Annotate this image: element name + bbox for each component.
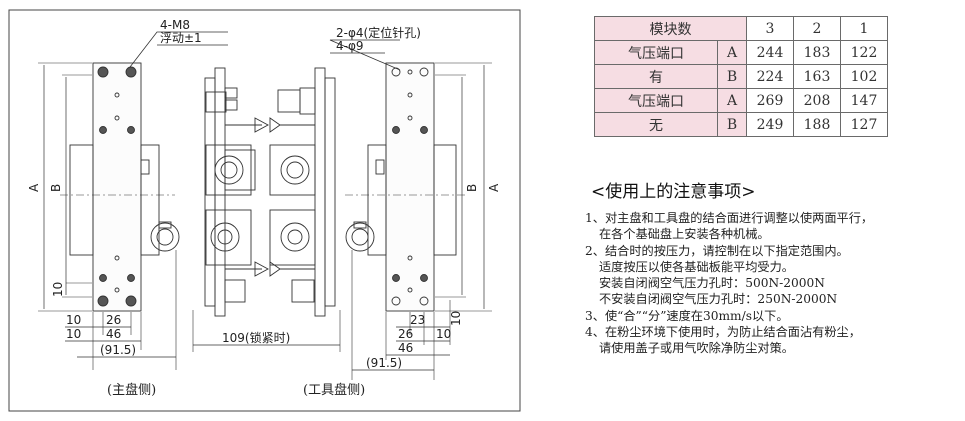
notes-list: 1、对主盘和工具盘的结合面进行调整以使两面平行， 在各个基础盘上安装各种机械。 … [585, 210, 963, 357]
dim-26-tool: 26 [398, 327, 413, 341]
note-item: 安装自闭阀空气压力孔时：500N-2000N [599, 276, 825, 291]
dim-23-tool: 23 [410, 313, 425, 327]
group-label-line1: 气压端口 [594, 40, 718, 65]
table-cell: 102 [840, 64, 888, 89]
master-plate-view [60, 62, 180, 312]
table-cell: 224 [746, 64, 794, 89]
dim-a-master: A [27, 183, 41, 192]
float-tolerance-label: 浮动±1 [160, 31, 202, 45]
group-label-line1: 气压端口 [594, 88, 718, 113]
table-cell: 127 [840, 112, 888, 137]
row-key: A [717, 88, 747, 113]
row-key: B [717, 112, 747, 137]
dim-a-tool: A [487, 183, 501, 192]
dim-10-master-top: 10 [66, 313, 81, 327]
caption-master-side: (主盘侧) [107, 382, 156, 398]
table-row: 气压端口 A 269 208 147 [594, 88, 888, 113]
dim-46-master: 46 [106, 327, 121, 341]
dim-b-master: B [49, 184, 63, 192]
header-col-1: 1 [840, 16, 888, 41]
note-item: 3、使“合”“分”速度在30mm/s以下。 [585, 308, 789, 323]
header-col-3: 3 [746, 16, 794, 41]
table-cell: 183 [793, 40, 841, 65]
group-label-line2: 有 [594, 64, 718, 89]
table-header-row: 模块数 3 2 1 [594, 16, 888, 41]
table-cell: 122 [840, 40, 888, 65]
table-cell: 244 [746, 40, 794, 65]
header-module-count: 模块数 [594, 16, 747, 41]
dim-10-master-bottom: 10 [66, 327, 81, 341]
table-cell: 163 [793, 64, 841, 89]
dim-26-master: 26 [106, 313, 121, 327]
note-item: 适度按压以使各基础板能平均受力。 [599, 259, 794, 274]
pin-size-label: 4-φ9 [336, 39, 364, 53]
table-cell: 188 [793, 112, 841, 137]
table-row: 无 B 249 188 127 [594, 112, 888, 137]
note-item: 请使用盖子或用气吹除净防尘对策。 [599, 341, 794, 356]
dim-10-tool: 10 [436, 327, 451, 341]
bolt-size-label: 4-M8 [160, 18, 190, 32]
technical-drawing: 4-M8 浮动±1 2-φ4(定位针孔) 4-φ9 A B 10 10 26 1… [8, 9, 521, 412]
dim-915-master: (91.5) [100, 343, 136, 357]
group-label-line2: 无 [594, 112, 718, 137]
dim-10-master-vertical: 10 [51, 282, 65, 297]
dim-46-tool: 46 [398, 341, 413, 355]
table-cell: 269 [746, 88, 794, 113]
row-key: B [717, 64, 747, 89]
dim-10-tool-vertical: 10 [449, 311, 463, 326]
dim-915-tool: (91.5) [366, 356, 402, 370]
note-item: 4、在粉尘环境下使用时，为防止结合面沾有粉尘， [585, 325, 861, 340]
tool-unit-side-view [269, 67, 336, 317]
dim-b-tool: B [465, 184, 479, 192]
notes-title: <使用上的注意事项> [591, 182, 756, 202]
table-cell: 147 [840, 88, 888, 113]
drawing-frame [8, 9, 521, 412]
note-item: 1、对主盘和工具盘的结合面进行调整以使两面平行， [585, 211, 874, 225]
tool-plate-view [345, 62, 465, 312]
note-item: 不安装自闭阀空气压力孔时：250N-2000N [599, 292, 838, 307]
header-col-2: 2 [793, 16, 841, 41]
table-row: 气压端口 A 244 183 122 [594, 40, 888, 65]
pin-hole-label: 2-φ4(定位针孔) [336, 25, 421, 40]
table-cell: 249 [746, 112, 794, 137]
row-key: A [717, 40, 747, 65]
master-unit-side-view [204, 67, 269, 317]
table-cell: 208 [793, 88, 841, 113]
dimension-table: 模块数 3 2 1 气压端口 A 244 183 122 有 B 224 163… [594, 16, 888, 137]
note-item: 2、结合时的按压力，请控制在以下指定范围内。 [585, 243, 849, 258]
note-item: 在各个基础盘上安装各种机械。 [599, 227, 770, 242]
table-row: 有 B 224 163 102 [594, 64, 888, 89]
caption-tool-side: (工具盘侧) [303, 382, 365, 398]
dim-109-locked: 109(锁紧时) [222, 330, 290, 345]
